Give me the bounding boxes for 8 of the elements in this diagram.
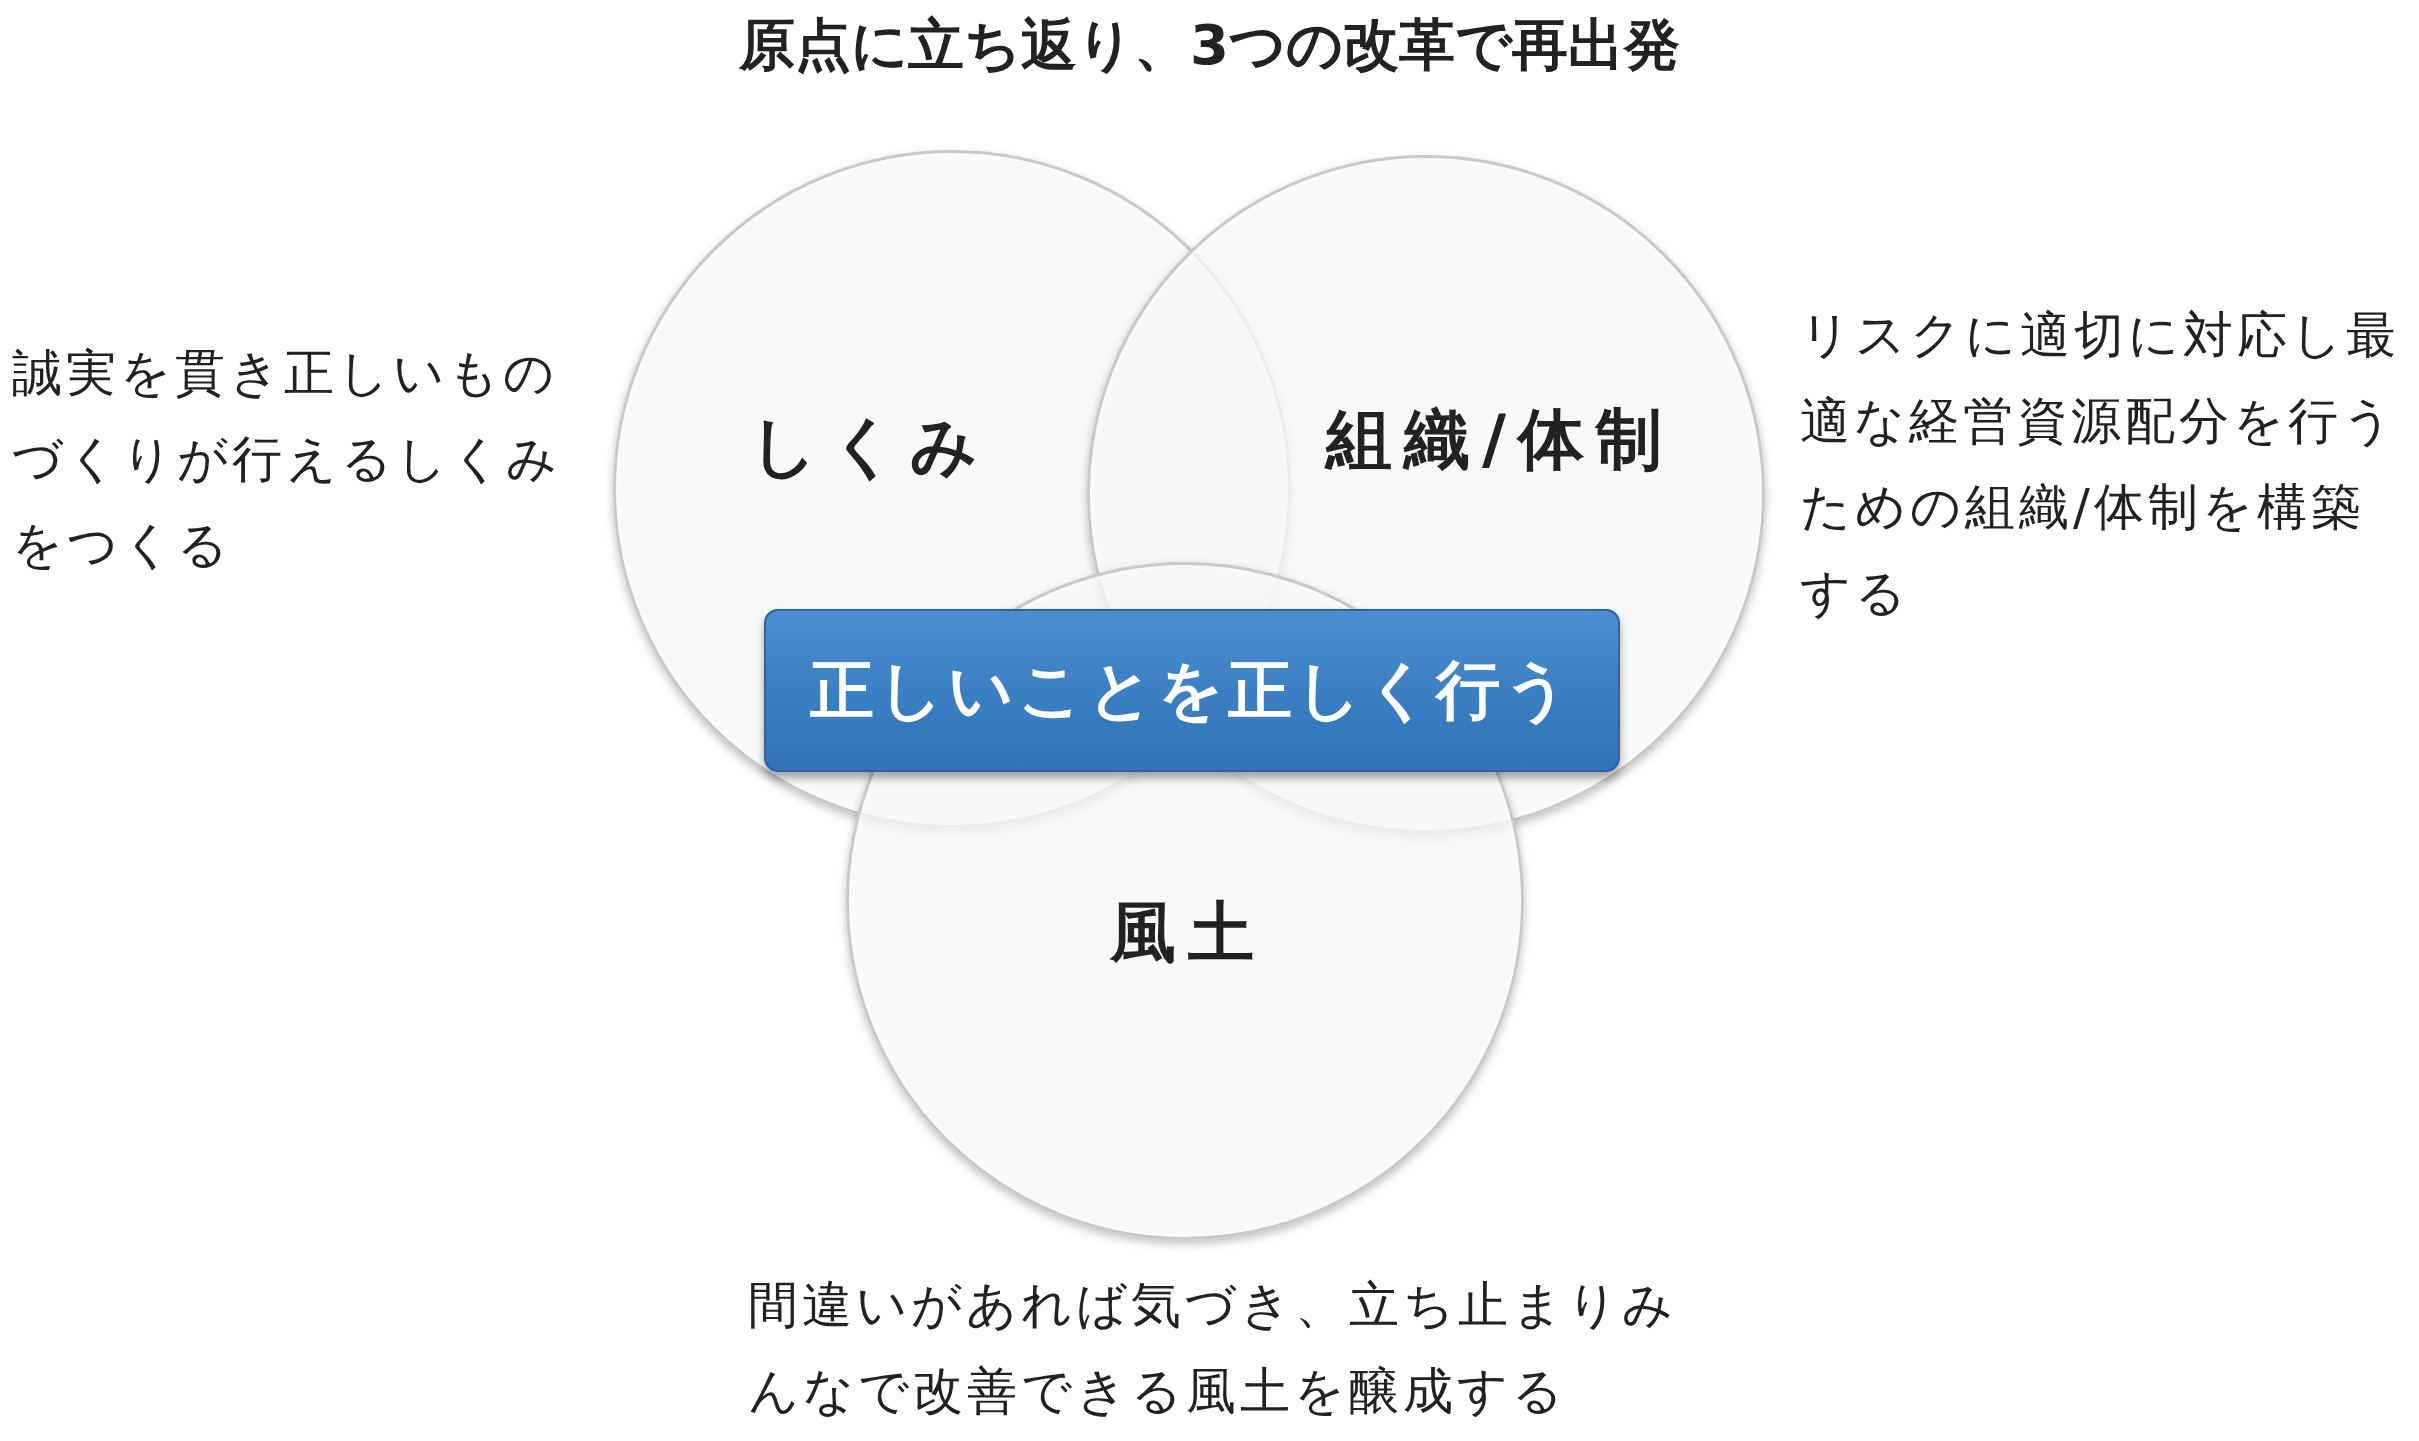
- title: 原点に立ち返り、3つの改革で再出発: [737, 11, 1681, 79]
- description-text: 間違いがあれば気づき、立ち止まりみんなで改善できる風土を醸成する: [748, 1275, 1678, 1422]
- center-banner: 正しいことを正しく行う: [764, 609, 1620, 772]
- description-text: リスクに適切に対応し最適な経営資源配分を行うための組織/体制を構築する: [1800, 305, 2401, 624]
- description-text: 誠実を貫き正しいものづくりが行えるしくみをつくる: [12, 343, 562, 576]
- circle-label: 組織/体制: [1325, 400, 1675, 480]
- circle-label: 風土: [1110, 893, 1266, 973]
- circle-label: しくみ: [750, 407, 990, 487]
